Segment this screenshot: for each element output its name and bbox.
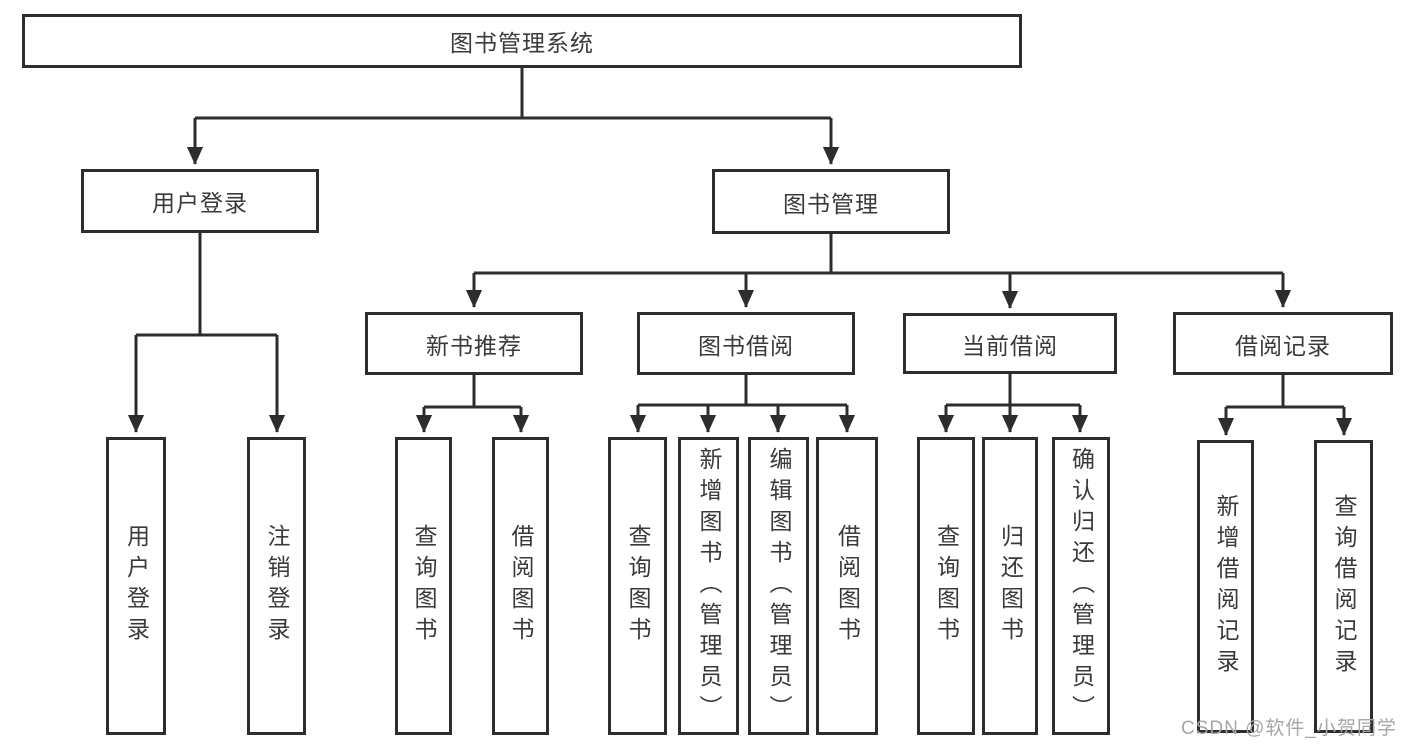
leaf-query-book-borrow: 查询图书	[608, 437, 667, 735]
leaf-add-book-admin: 新增图书（管理员）	[678, 437, 739, 735]
leaf-query-borrow-record: 查询借阅记录	[1314, 440, 1373, 733]
leaf-edit-book-admin: 编辑图书（管理员）	[748, 437, 809, 735]
leaf-confirm-return-admin: 确认归还（管理员）	[1052, 437, 1110, 735]
leaf-borrow-book: 借阅图书	[816, 437, 878, 735]
node-borrow-record: 借阅记录	[1173, 312, 1393, 375]
node-library-management-system: 图书管理系统	[22, 14, 1022, 68]
node-current-borrow: 当前借阅	[903, 313, 1117, 374]
leaf-return-book: 归还图书	[982, 437, 1038, 735]
leaf-add-borrow-record: 新增借阅记录	[1197, 440, 1254, 733]
csdn-watermark: CSDN @软件_小贺同学	[1181, 718, 1397, 739]
leaf-borrow-book-recommend: 借阅图书	[492, 437, 549, 735]
leaf-query-book-recommend: 查询图书	[395, 437, 452, 735]
leaf-query-book-current: 查询图书	[917, 437, 975, 735]
leaf-user-login: 用户登录	[106, 437, 166, 735]
node-book-management: 图书管理	[712, 169, 950, 234]
node-book-borrow: 图书借阅	[637, 312, 855, 375]
node-user-login: 用户登录	[81, 169, 319, 233]
node-new-book-recommend: 新书推荐	[365, 312, 583, 375]
leaf-logout: 注销登录	[247, 437, 306, 735]
